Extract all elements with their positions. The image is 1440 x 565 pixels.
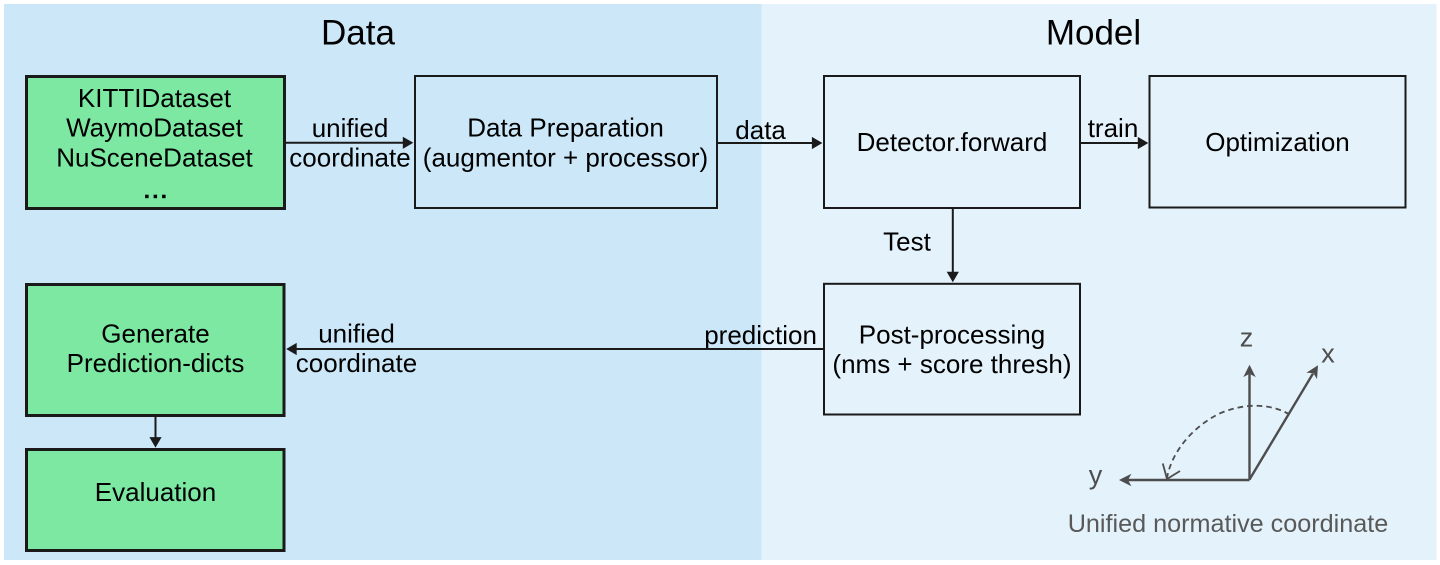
svg-text:Generate: Generate [101, 318, 209, 348]
svg-text:NuSceneDataset: NuSceneDataset [56, 143, 253, 173]
svg-text:(augmentor + processor): (augmentor + processor) [423, 142, 708, 172]
svg-text:x: x [1321, 339, 1335, 369]
svg-text:unified: unified [318, 319, 395, 349]
svg-text:Detector.forward: Detector.forward [857, 127, 1048, 157]
svg-text:z: z [1240, 323, 1254, 353]
svg-text:coordinate: coordinate [289, 142, 410, 172]
svg-text:data: data [735, 115, 786, 145]
svg-text:Test: Test [883, 226, 931, 256]
svg-text:y: y [1089, 460, 1103, 490]
svg-text:coordinate: coordinate [296, 348, 417, 378]
svg-text:Unified normative coordinate: Unified normative coordinate [1068, 510, 1389, 538]
svg-text:Optimization: Optimization [1205, 127, 1350, 157]
svg-text:Evaluation: Evaluation [95, 477, 216, 507]
svg-text:unified: unified [312, 113, 389, 143]
svg-text:Prediction-dicts: Prediction-dicts [67, 348, 245, 378]
svg-text:Data Preparation: Data Preparation [467, 113, 664, 143]
svg-text:KITTIDataset: KITTIDataset [78, 83, 232, 113]
svg-text:(nms + score thresh): (nms + score thresh) [832, 349, 1071, 379]
svg-text:prediction: prediction [704, 320, 817, 350]
svg-text:Model: Model [1046, 14, 1141, 53]
svg-text:WaymoDataset: WaymoDataset [66, 113, 244, 143]
svg-text:Data: Data [321, 14, 395, 53]
svg-text:Post-processing: Post-processing [859, 320, 1045, 350]
svg-text:train: train [1088, 113, 1139, 143]
